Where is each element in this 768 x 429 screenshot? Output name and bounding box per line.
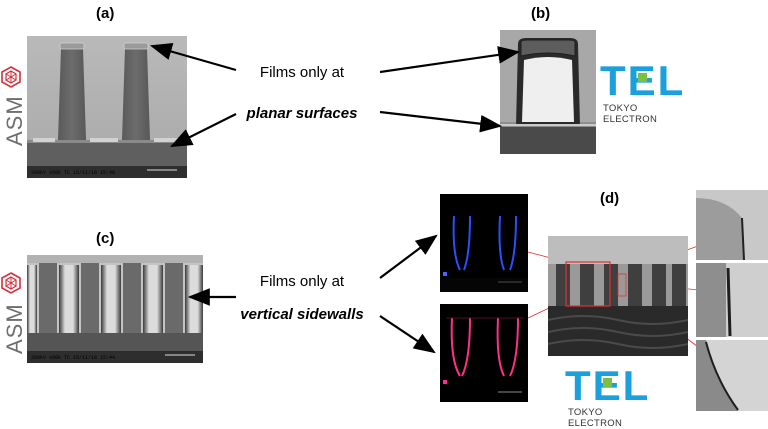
tel-logo-subtext: TOKYO ELECTRON — [603, 103, 658, 125]
caption-top-line2: planar surfaces — [246, 105, 358, 122]
tel-logo: TEL TOKYO ELECTRON — [565, 362, 655, 429]
panel-label-b: (b) — [531, 5, 551, 22]
arrow-bottom-to-d-magenta — [379, 315, 436, 354]
panel-label-c: (c) — [96, 230, 115, 247]
tel-logo-green-square — [638, 73, 647, 82]
asm-logo-text: ASM — [2, 95, 27, 146]
caption-top-line1: Films only at — [259, 64, 345, 81]
svg-text:200kV x60k TC 15/11/18 15:48: 200kV x60k TC 15/11/18 15:48 — [31, 170, 115, 176]
tem-image-b — [500, 30, 596, 154]
tel-logo-subtext: TOKYO ELECTRON — [568, 407, 623, 429]
asm-logo-text: ASM — [2, 303, 27, 354]
tem-image-d — [547, 236, 689, 356]
sem-image-a: 200kV x60k TC 15/11/18 15:48 — [27, 36, 187, 178]
panel-label-d: (d) — [600, 190, 620, 207]
zoom-column-d — [696, 190, 768, 411]
arrow-bottom-to-d-blue — [379, 234, 438, 279]
asm-logo-hexagon — [0, 272, 22, 294]
asm-logo-hexagon — [0, 66, 22, 88]
tel-logo: TEL TOKYO ELECTRON — [600, 57, 690, 125]
eds-map-blue — [440, 194, 528, 292]
panel-label-a: (a) — [96, 5, 115, 22]
caption-bottom-line2: vertical sidewalls — [240, 306, 364, 323]
tel-logo-green-square — [603, 378, 612, 387]
eds-map-magenta — [440, 304, 528, 402]
svg-text:200kV x80k TC 15/11/18 15:44: 200kV x80k TC 15/11/18 15:44 — [31, 355, 115, 361]
caption-bottom-line1: Films only at — [259, 273, 345, 290]
arrow-top-to-b-bottom — [379, 110, 503, 133]
sem-image-c: 200kV x80k TC 15/11/18 15:44 — [27, 255, 203, 363]
arrow-top-to-b-cap — [379, 46, 521, 74]
